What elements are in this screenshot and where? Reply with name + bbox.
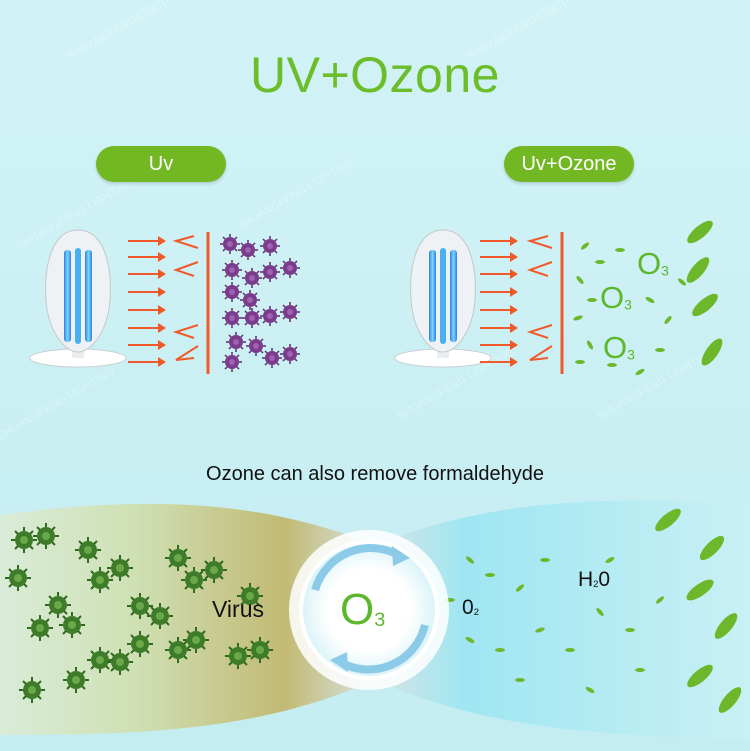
- o3-symbol-2: O3: [600, 280, 632, 315]
- caption-formaldehyde: Ozone can also remove formaldehyde: [206, 463, 544, 485]
- virus-cluster-left: [219, 233, 301, 373]
- svg-text:SHUANGFENG LIGHTING: SHUANGFENG LIGHTING: [236, 156, 357, 233]
- o2-label: 02: [462, 596, 479, 619]
- o3-circle: [289, 530, 449, 690]
- h2o-label: H20: [578, 568, 611, 591]
- uv-arrows-left: [127, 232, 210, 374]
- virus-label: Virus: [212, 596, 264, 622]
- uv-arrows-right: [479, 232, 564, 374]
- o3-center-label: O3: [340, 585, 386, 634]
- o3-symbol-1: O3: [637, 246, 669, 281]
- uv-label-pill: Uv: [96, 146, 226, 182]
- uv-lamp-left: [29, 229, 127, 368]
- svg-text:SHUANGFENG LIGHTING: SHUANGFENG LIGHTING: [0, 366, 116, 443]
- page-title: UV+Ozone: [250, 47, 500, 103]
- uv-ozone-label-pill: Uv+Ozone: [504, 146, 634, 182]
- o3-symbol-3: O3: [603, 330, 635, 365]
- uv-lamp-right: [394, 229, 492, 368]
